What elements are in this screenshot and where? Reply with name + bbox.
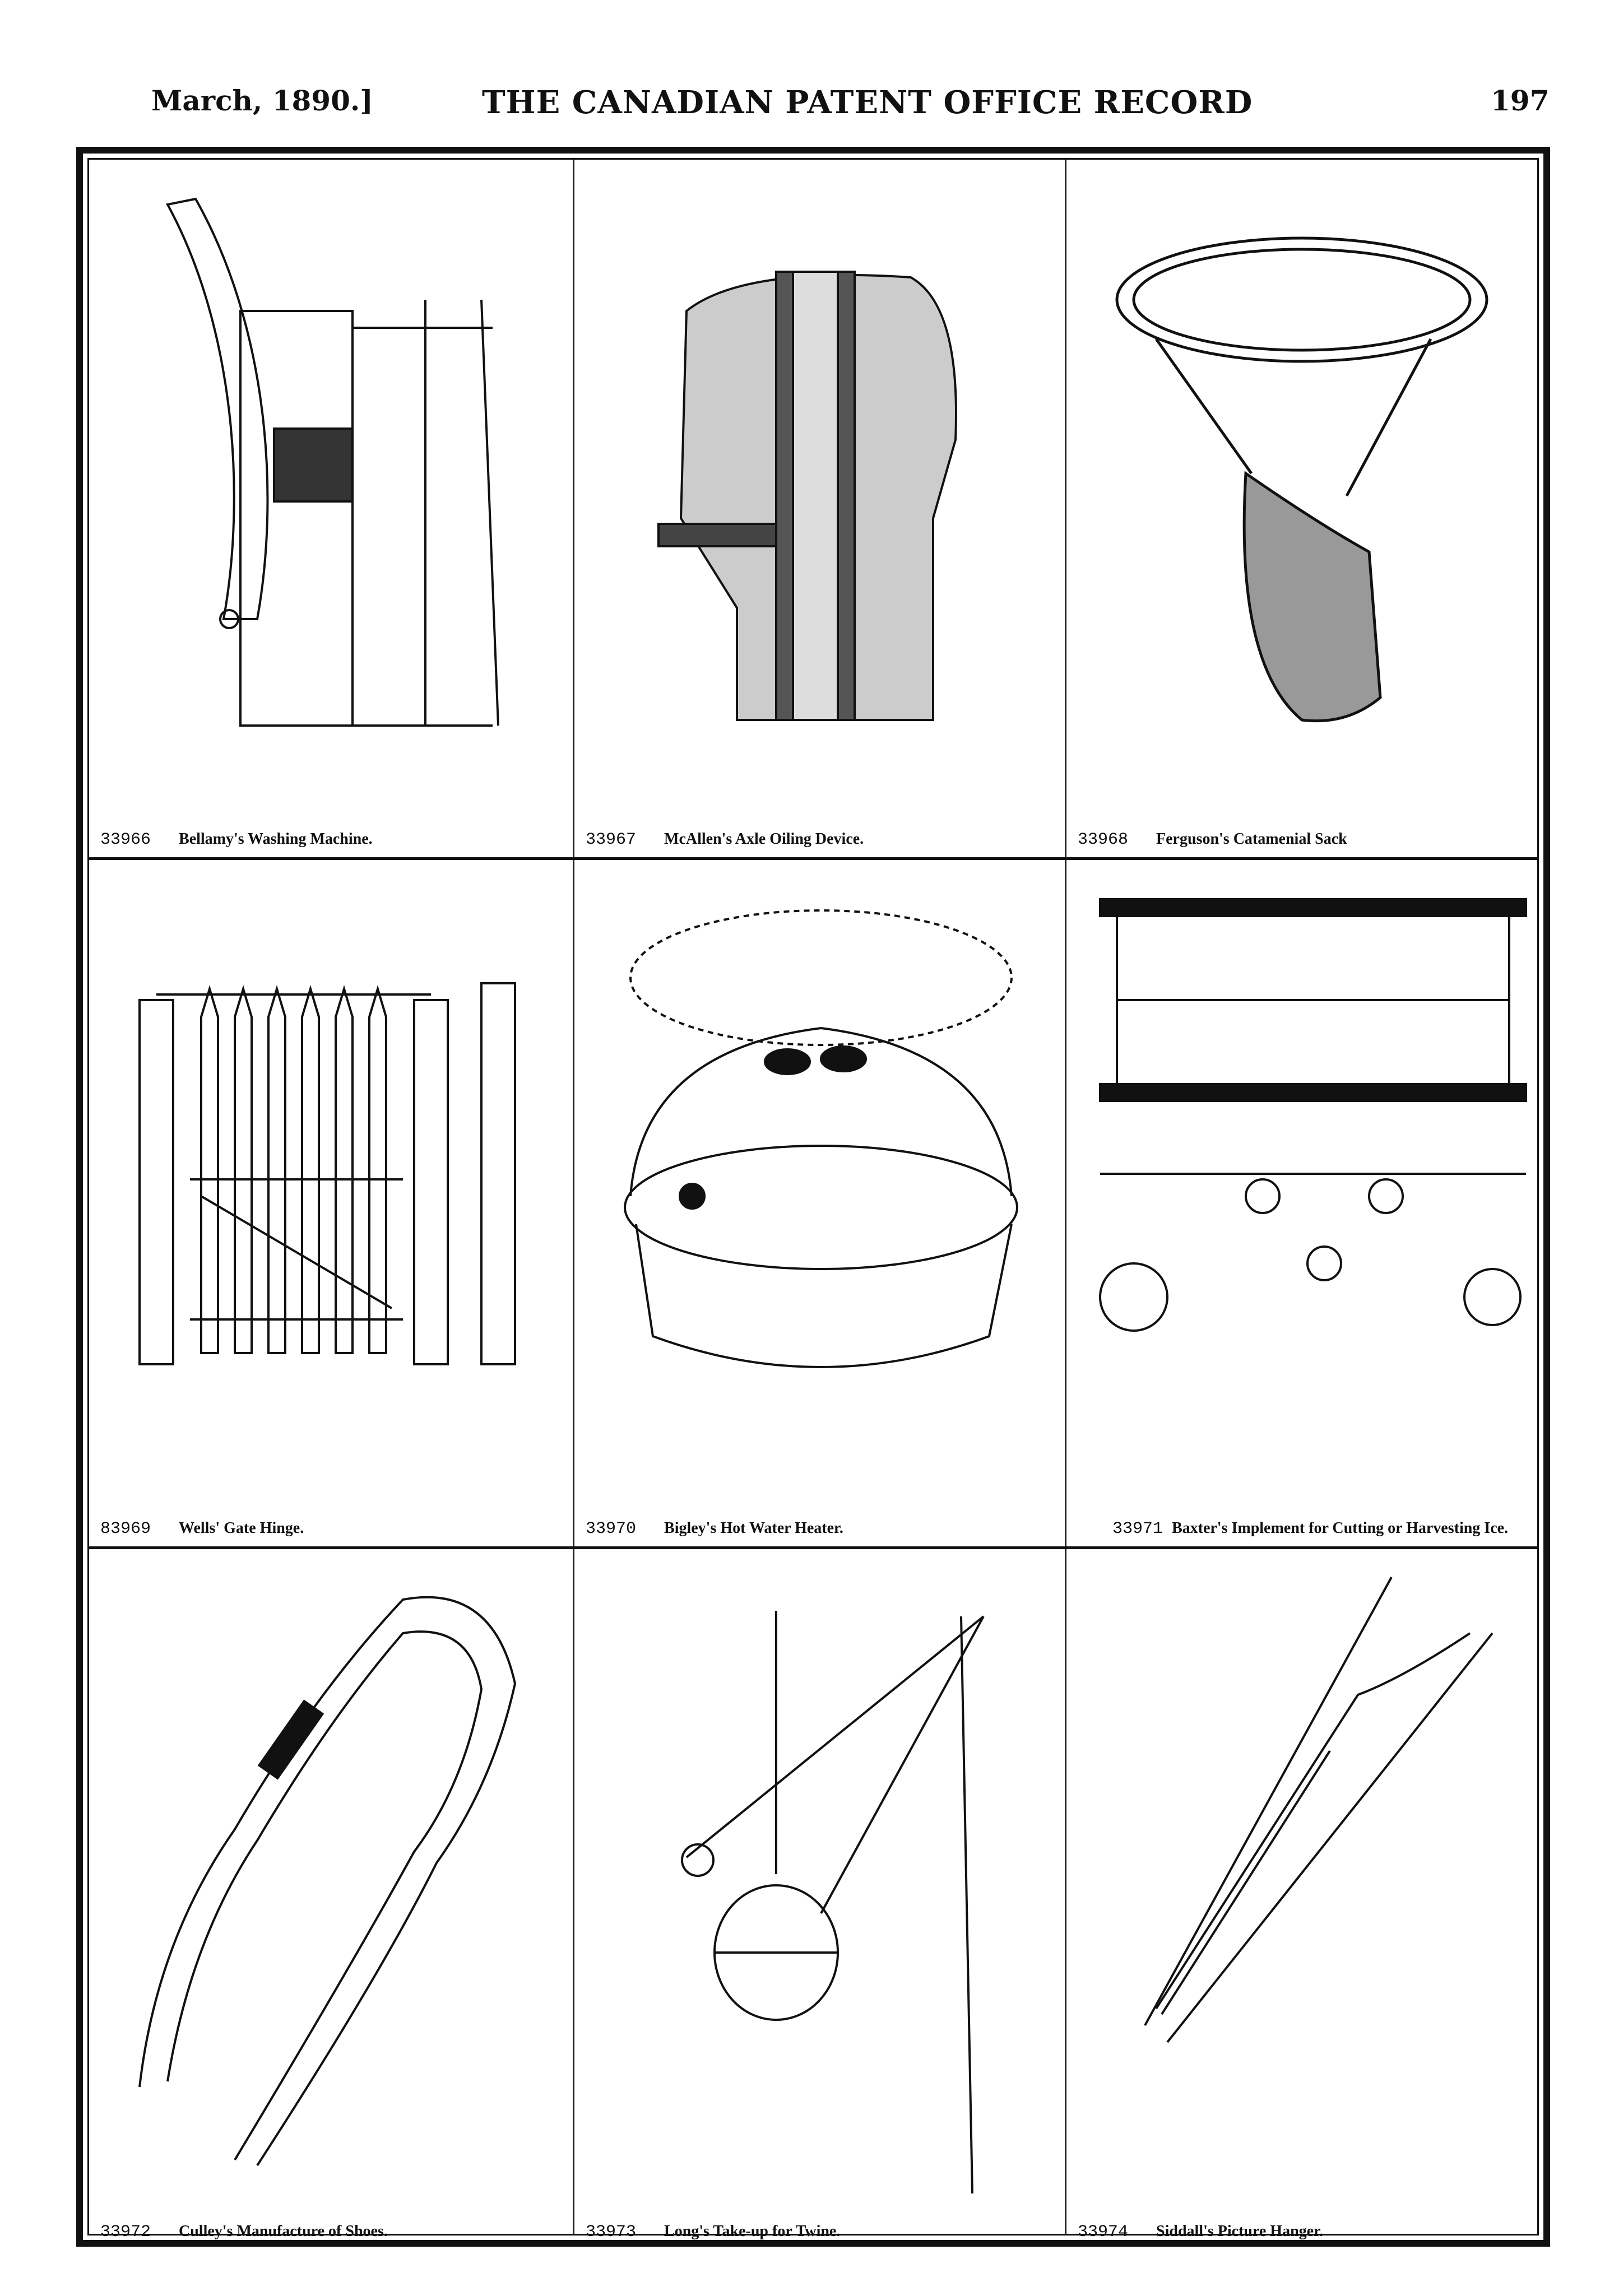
patent-caption: 33973 Long's Take-up for Twine. xyxy=(586,2223,1054,2242)
patent-title: McAllen's Axle Oiling Device. xyxy=(664,830,864,848)
publication-title: THE CANADIAN PATENT OFFICE RECORD xyxy=(482,84,1253,121)
patent-title: Siddall's Picture Hanger. xyxy=(1156,2223,1323,2240)
patent-title: Long's Take-up for Twine. xyxy=(664,2223,841,2240)
issue-date: March, 1890.] xyxy=(151,84,373,117)
patent-cell-33970: 33970 Bigley's Hot Water Heater. xyxy=(574,860,1065,1546)
patent-cell-33972: 33972 Culley's Manufacture of Shoes. xyxy=(89,1549,573,2249)
patent-drawings-frame: 33966 Bellamy's Washing Machine. 33967 McA… xyxy=(76,147,1550,2247)
shoe-manufacture-drawing xyxy=(138,1596,517,2167)
hot-water-heater-drawing xyxy=(624,909,1018,1368)
washing-machine-drawing xyxy=(165,197,499,727)
patent-number: 33966 xyxy=(100,830,151,849)
patent-caption: 83969 Wells' Gate Hinge. xyxy=(100,1519,562,1539)
patent-caption: 33967 McAllen's Axle Oiling Device. xyxy=(586,830,1054,849)
patent-number: 33971 xyxy=(1112,1519,1163,1539)
patent-title: Bigley's Hot Water Heater. xyxy=(664,1519,843,1537)
patent-cell-33966: 33966 Bellamy's Washing Machine. xyxy=(89,160,573,857)
patent-cell-33973: 33973 Long's Take-up for Twine. xyxy=(574,1549,1065,2249)
patent-number: 33974 xyxy=(1078,2223,1129,2242)
patent-number: 83969 xyxy=(100,1519,151,1539)
patent-caption: 33971 Baxter's Implement for Cutting or H… xyxy=(1078,1519,1543,1539)
page-number: 197 xyxy=(1491,84,1550,117)
patent-cell-33968: 33968 Ferguson's Catamenial Sack xyxy=(1066,160,1554,857)
twine-take-up-drawing xyxy=(681,1611,985,2194)
column-divider xyxy=(1065,160,1066,2234)
patent-title: Ferguson's Catamenial Sack xyxy=(1156,830,1347,848)
patent-number: 33972 xyxy=(100,2223,151,2242)
patent-caption: 33968 Ferguson's Catamenial Sack xyxy=(1078,830,1543,849)
patent-cell-33967: 33967 McAllen's Axle Oiling Device. xyxy=(574,160,1065,857)
patent-number: 33967 xyxy=(586,830,637,849)
patent-caption: 33966 Bellamy's Washing Machine. xyxy=(100,830,562,849)
picture-hanger-drawing xyxy=(1144,1577,1494,2043)
patent-grid: 33966 Bellamy's Washing Machine. 33967 McA… xyxy=(87,158,1539,2242)
patent-title: Wells' Gate Hinge. xyxy=(179,1519,304,1537)
patent-caption: 33974 Siddall's Picture Hanger. xyxy=(1078,2223,1543,2242)
ice-cutting-implement-drawing xyxy=(1099,898,1527,1332)
patent-number: 33973 xyxy=(586,2223,637,2242)
patent-caption: 33972 Culley's Manufacture of Shoes. xyxy=(100,2223,562,2242)
patent-caption: 33970 Bigley's Hot Water Heater. xyxy=(586,1519,1054,1539)
axle-oiling-device-drawing xyxy=(657,271,957,721)
patent-title: Bellamy's Washing Machine. xyxy=(179,830,373,848)
patent-cell-33971: 33971 Baxter's Implement for Cutting or H… xyxy=(1066,860,1554,1546)
patent-cell-33969: 83969 Wells' Gate Hinge. xyxy=(89,860,573,1546)
patent-number: 33968 xyxy=(1078,830,1129,849)
patent-number: 33970 xyxy=(586,1519,637,1539)
row-divider xyxy=(89,857,1537,860)
patent-title: Culley's Manufacture of Shoes. xyxy=(179,2223,388,2240)
patent-cell-33974: 33974 Siddall's Picture Hanger. xyxy=(1066,1549,1554,2249)
patent-title: Baxter's Implement for Cutting or Harves… xyxy=(1171,1519,1509,1537)
catamenial-sack-drawing xyxy=(1115,236,1488,723)
gate-hinge-drawing xyxy=(138,982,516,1365)
column-divider xyxy=(573,160,574,2234)
row-divider xyxy=(89,1546,1537,1549)
